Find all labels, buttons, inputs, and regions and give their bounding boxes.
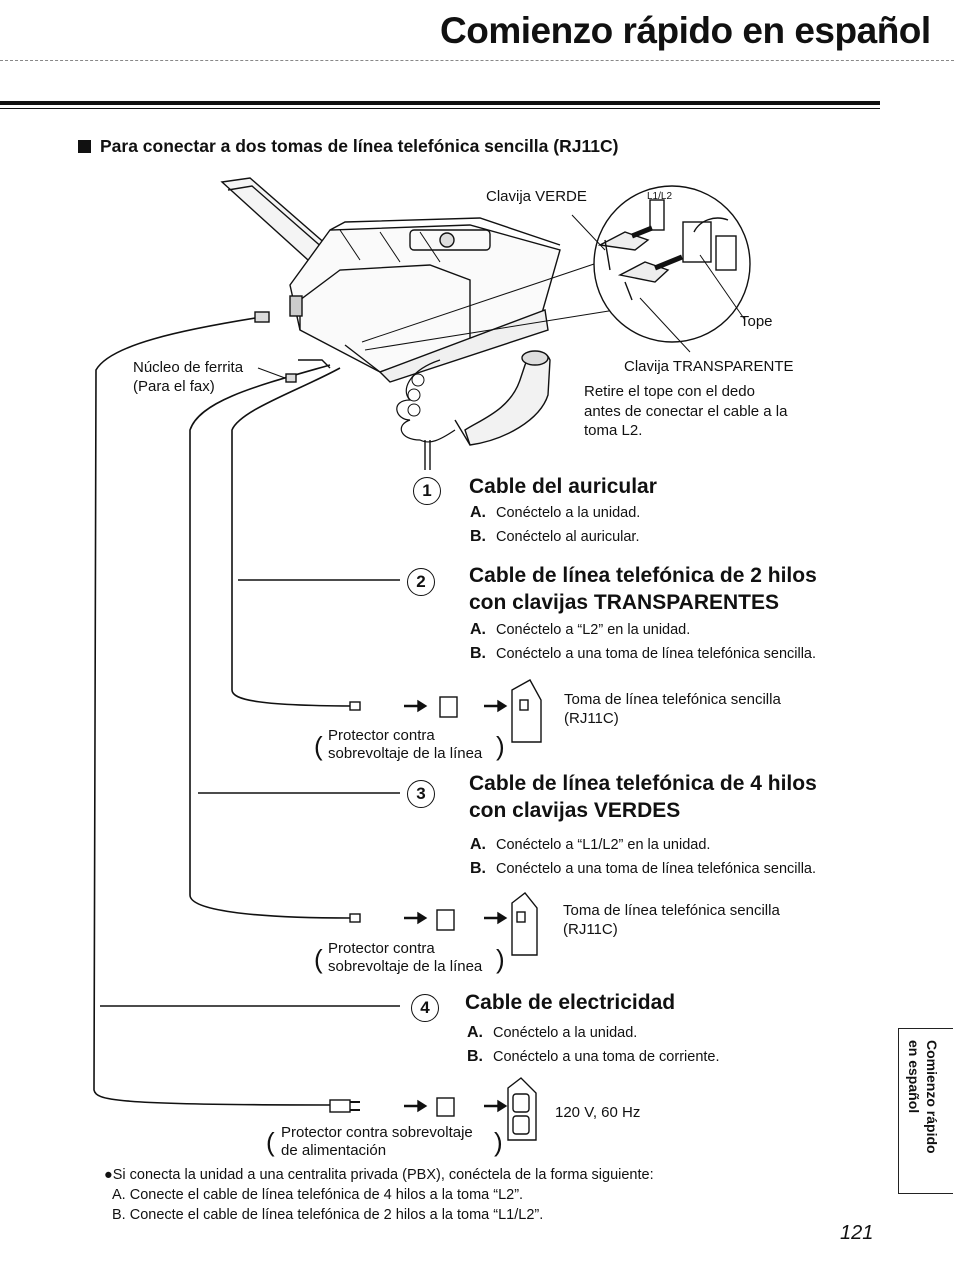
item-4-title: Cable de electricidad <box>465 991 676 1014</box>
protector-3-line-1: Protector contra <box>328 940 435 957</box>
item-4-step-b: B.Conéctelo a una toma de corriente. <box>467 1048 720 1065</box>
retire-note-line-1: Retire el tope con el dedo <box>584 383 755 400</box>
item-1-step-b: B.Conéctelo al auricular. <box>470 528 640 545</box>
label-jack-l1l2: L1/L2 <box>647 191 673 202</box>
label-clavija-transparente: Clavija TRANSPARENTE <box>624 358 794 375</box>
section-heading: Para conectar a dos tomas de línea telef… <box>78 136 618 157</box>
side-tab-line-1: Comienzo rápido <box>924 1040 940 1154</box>
item-3-title-line-2: con clavijas VERDES <box>469 799 681 822</box>
section-heading-text: Para conectar a dos tomas de línea telef… <box>100 136 619 156</box>
page-title: Comienzo rápido en español <box>440 10 931 51</box>
line-cord-2wire <box>231 367 361 707</box>
retire-note-line-3: toma L2. <box>584 422 643 439</box>
power-cord <box>93 316 331 1106</box>
item-3-step-a: A.Conéctelo a “L1/L2” en la unidad. <box>470 836 711 853</box>
protector-4-line-1: Protector contra sobrevoltaje <box>281 1124 473 1141</box>
paren-left-2: ( <box>314 731 323 761</box>
protector-box-2 <box>439 696 458 718</box>
paren-left-4: ( <box>266 1127 275 1157</box>
item-1-step-a: A.Conéctelo a la unidad. <box>470 504 641 521</box>
side-tab-line-2: en español <box>906 1040 922 1114</box>
item-4-step-a: A.Conéctelo a la unidad. <box>467 1024 638 1041</box>
side-tab-text: Comienzo rápido en español <box>900 1034 950 1184</box>
bullet-square-icon <box>78 140 91 153</box>
label-nucleo-ferrita: Núcleo de ferrita <box>133 359 244 376</box>
line-cord-4wire <box>189 364 351 919</box>
item-2-step-b: B.Conéctelo a una toma de línea telefóni… <box>470 645 817 662</box>
protector-3-line-2: sobrevoltaje de la línea <box>328 958 483 975</box>
pbx-note-b: B. Conecte el cable de línea telefónica … <box>112 1207 544 1223</box>
step-number-2: 2 <box>407 568 435 596</box>
wall-outlet-2 <box>511 679 542 743</box>
paren-right-2: ) <box>496 731 505 761</box>
protector-box-4 <box>436 1097 455 1117</box>
pbx-note-a: A. Conecte el cable de línea telefónica … <box>112 1187 524 1203</box>
protector-2-line-1: Protector contra <box>328 727 435 744</box>
item-1-title: Cable del auricular <box>469 475 657 498</box>
header-rule-thick <box>0 101 880 105</box>
outlet-3-label-line-1: Toma de línea telefónica sencilla <box>563 902 780 919</box>
wall-outlet-3 <box>511 892 538 956</box>
handset-cord <box>396 359 456 443</box>
label-tope: Tope <box>740 313 773 330</box>
outlet-2-label-line-2: (RJ11C) <box>564 710 619 727</box>
header-rule-thin <box>0 108 880 109</box>
header-divider-dashed <box>0 60 954 61</box>
label-para-el-fax: (Para el fax) <box>133 378 215 395</box>
retire-note-line-2: antes de conectar el cable a la <box>584 403 788 420</box>
paren-left-3: ( <box>314 944 323 974</box>
item-2-step-a: A.Conéctelo a “L2” en la unidad. <box>470 621 691 638</box>
protector-2-line-2: sobrevoltaje de la línea <box>328 745 483 762</box>
handset-icon <box>464 351 551 446</box>
paren-right-3: ) <box>496 944 505 974</box>
item-2-title-line-2: con clavijas TRANSPARENTES <box>469 591 780 614</box>
step-number-1: 1 <box>413 477 441 505</box>
fax-body <box>289 224 561 373</box>
protector-box-3 <box>436 909 455 931</box>
item-3-step-b: B.Conéctelo a una toma de línea telefóni… <box>470 860 817 877</box>
label-clavija-verde: Clavija VERDE <box>486 188 587 205</box>
page-number: 121 <box>840 1222 874 1244</box>
pbx-note-intro: ●Si conecta la unidad a una centralita p… <box>104 1167 654 1183</box>
step-number-4: 4 <box>411 994 439 1022</box>
power-outlet-label: 120 V, 60 Hz <box>555 1104 641 1121</box>
paren-right-4: ) <box>494 1127 503 1157</box>
item-3-title-line-1: Cable de línea telefónica de 4 hilos <box>469 772 817 795</box>
side-tab <box>898 1028 953 1194</box>
protector-4-line-2: de alimentación <box>281 1142 387 1159</box>
outlet-3-label-line-2: (RJ11C) <box>563 921 618 938</box>
step-number-3: 3 <box>407 780 435 808</box>
item-2-title-line-1: Cable de línea telefónica de 2 hilos <box>469 564 817 587</box>
outlet-2-label-line-1: Toma de línea telefónica sencilla <box>564 691 781 708</box>
